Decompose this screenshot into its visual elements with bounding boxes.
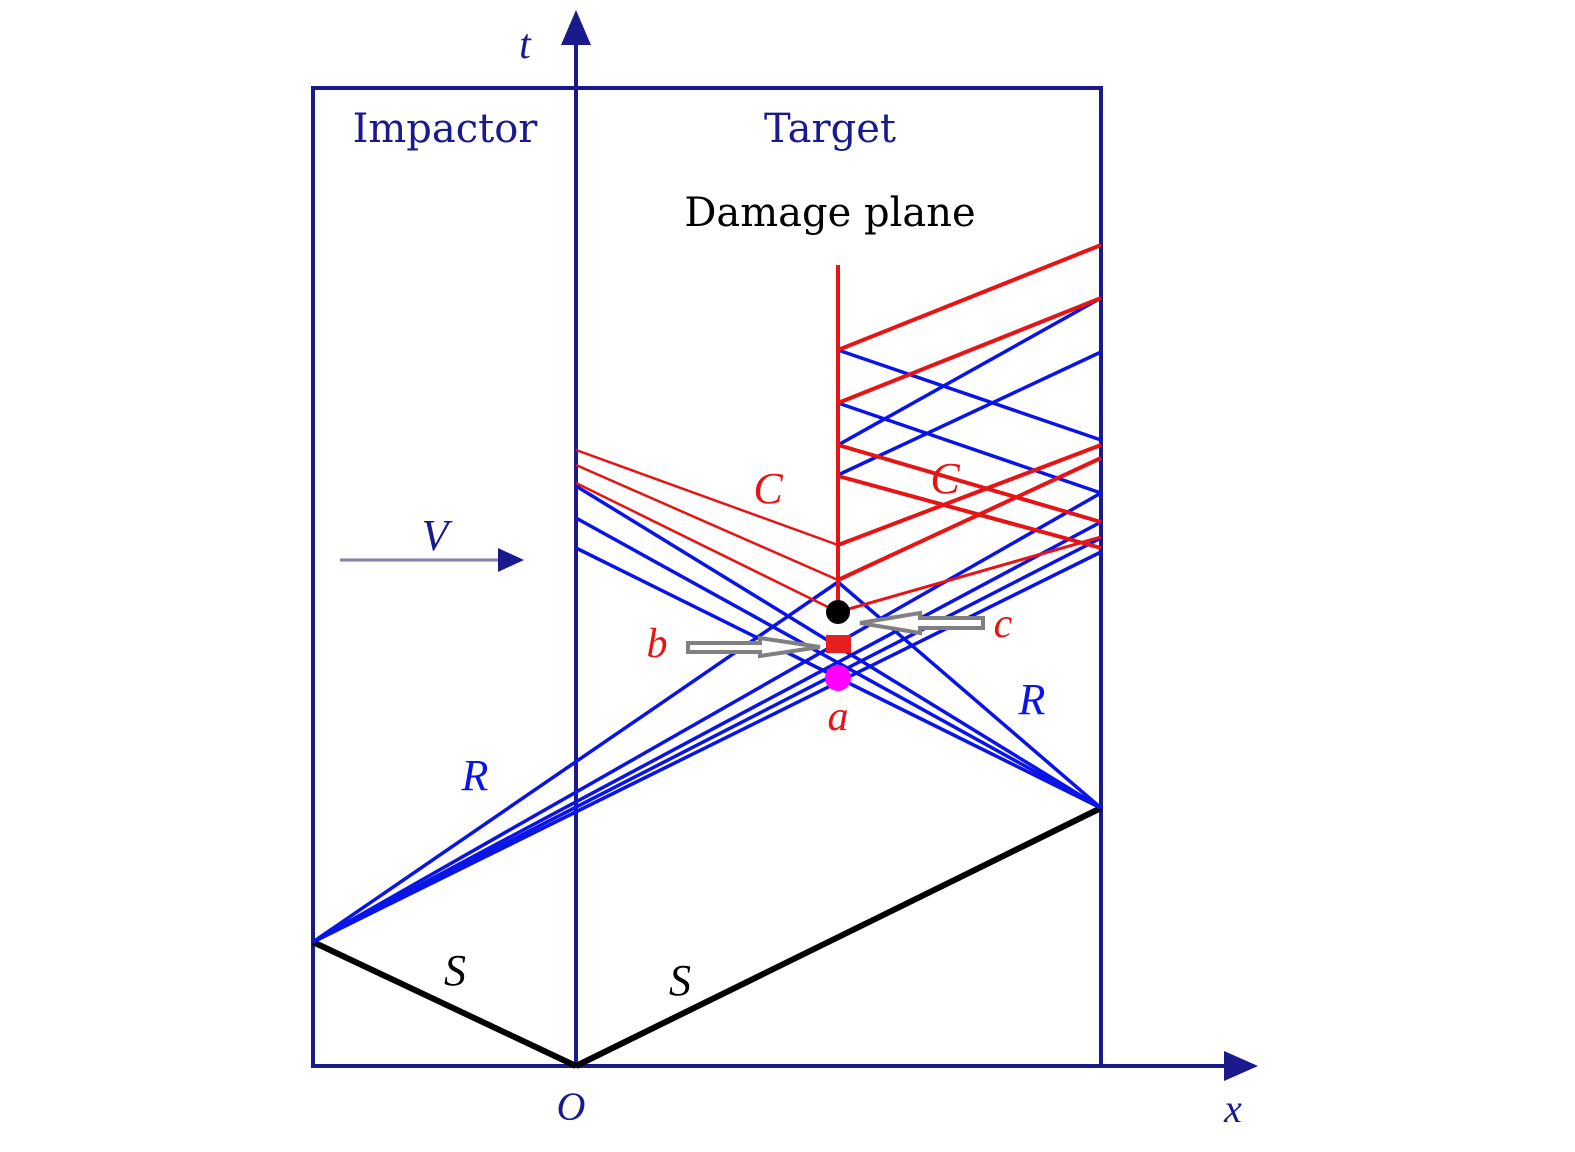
- shock-line-target: [574, 805, 1103, 1069]
- compression-left-2: [575, 463, 839, 582]
- compression-right-6: [837, 456, 1102, 582]
- damage-plane-label: Damage plane: [684, 190, 975, 236]
- shock-label-target: S: [669, 956, 691, 1005]
- compression-right-5: [837, 443, 1102, 547]
- t-axis-arrow-icon: [561, 10, 591, 45]
- rarefaction-reflect-1: [837, 348, 1102, 442]
- rarefaction-reflect-4: [837, 350, 1102, 477]
- rarefaction-left-3: [312, 520, 1102, 944]
- shock-label-impactor: S: [444, 946, 466, 995]
- point-a-marker: [825, 665, 851, 691]
- point-b-label: b: [647, 621, 668, 667]
- rarefaction-label-right: R: [1018, 675, 1046, 724]
- compression-left-3: [575, 481, 839, 614]
- rarefaction-reflect-3: [837, 296, 1102, 447]
- arrow-c-icon: [859, 610, 985, 636]
- compression-waves: [575, 243, 1102, 614]
- rarefaction-left-2: [312, 491, 1102, 944]
- target-label: Target: [764, 106, 896, 152]
- impactor-label: Impactor: [353, 106, 539, 152]
- compression-label-right: C: [930, 454, 960, 503]
- velocity-label: V: [422, 511, 454, 560]
- point-b-marker: [826, 635, 851, 653]
- arrow-b-icon: [686, 635, 821, 659]
- velocity-arrowhead-icon: [498, 548, 524, 572]
- rarefaction-left-4: [312, 536, 1102, 944]
- t-axis-label: t: [519, 22, 532, 68]
- rarefaction-label-left: R: [461, 751, 489, 800]
- rarefaction-left-5: [312, 550, 1102, 944]
- point-a-label: a: [828, 694, 849, 740]
- compression-right-4: [837, 474, 1102, 550]
- compression-right-1: [837, 243, 1102, 352]
- shock-line-impactor: [311, 939, 578, 1069]
- rarefaction-right-3: [575, 516, 1102, 810]
- x-axis-arrow-icon: [1224, 1051, 1258, 1081]
- compression-right-7: [837, 535, 1102, 614]
- x-axis-label: x: [1223, 1086, 1242, 1131]
- point-c-marker: [826, 600, 850, 624]
- compression-right-2: [837, 296, 1102, 405]
- compression-label-left: C: [753, 464, 783, 513]
- origin-label: O: [557, 1084, 586, 1129]
- point-c-label: c: [994, 601, 1013, 647]
- shock-waves: [311, 805, 1103, 1069]
- compression-right-3: [837, 443, 1102, 524]
- compression-left-1: [575, 448, 839, 547]
- rarefaction-reflect-2: [837, 401, 1102, 495]
